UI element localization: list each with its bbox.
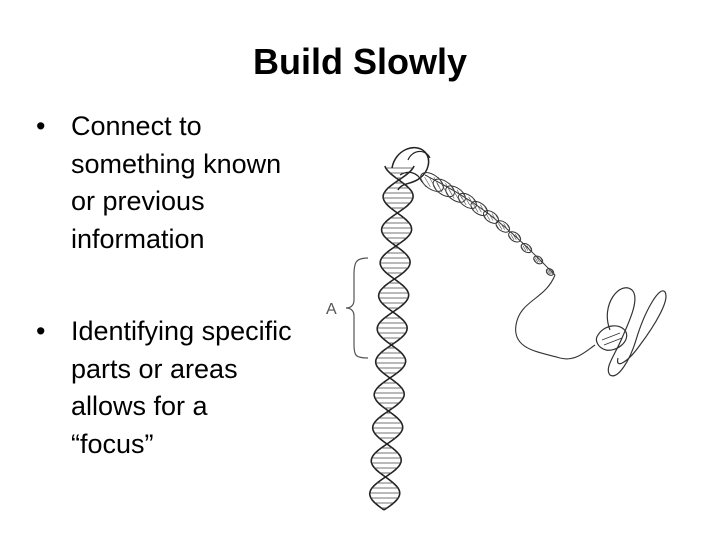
thin-dna-thread [515,274,596,360]
dna-to-chromosome-icon: A [326,147,667,511]
bullet-text-identifying: Identifying specific parts or areas allo… [71,316,292,459]
bullet-dot: • [36,316,46,346]
bullet-item-connect: • Connect to something known or previous… [36,108,296,258]
slide-title: Build Slowly [252,41,467,82]
chromosome-icon [595,287,667,377]
region-bracket [345,257,369,359]
main-double-helix [368,147,431,511]
bullet-item-identifying: • Identifying specific parts or areas al… [36,313,296,463]
bracket-label: A [326,301,337,318]
bullet-list: • Connect to something known or previous… [36,108,296,463]
coiled-strand [419,172,556,276]
bullet-dot: • [36,111,46,141]
bullet-text-connect: Connect to something known or previous i… [71,111,282,254]
